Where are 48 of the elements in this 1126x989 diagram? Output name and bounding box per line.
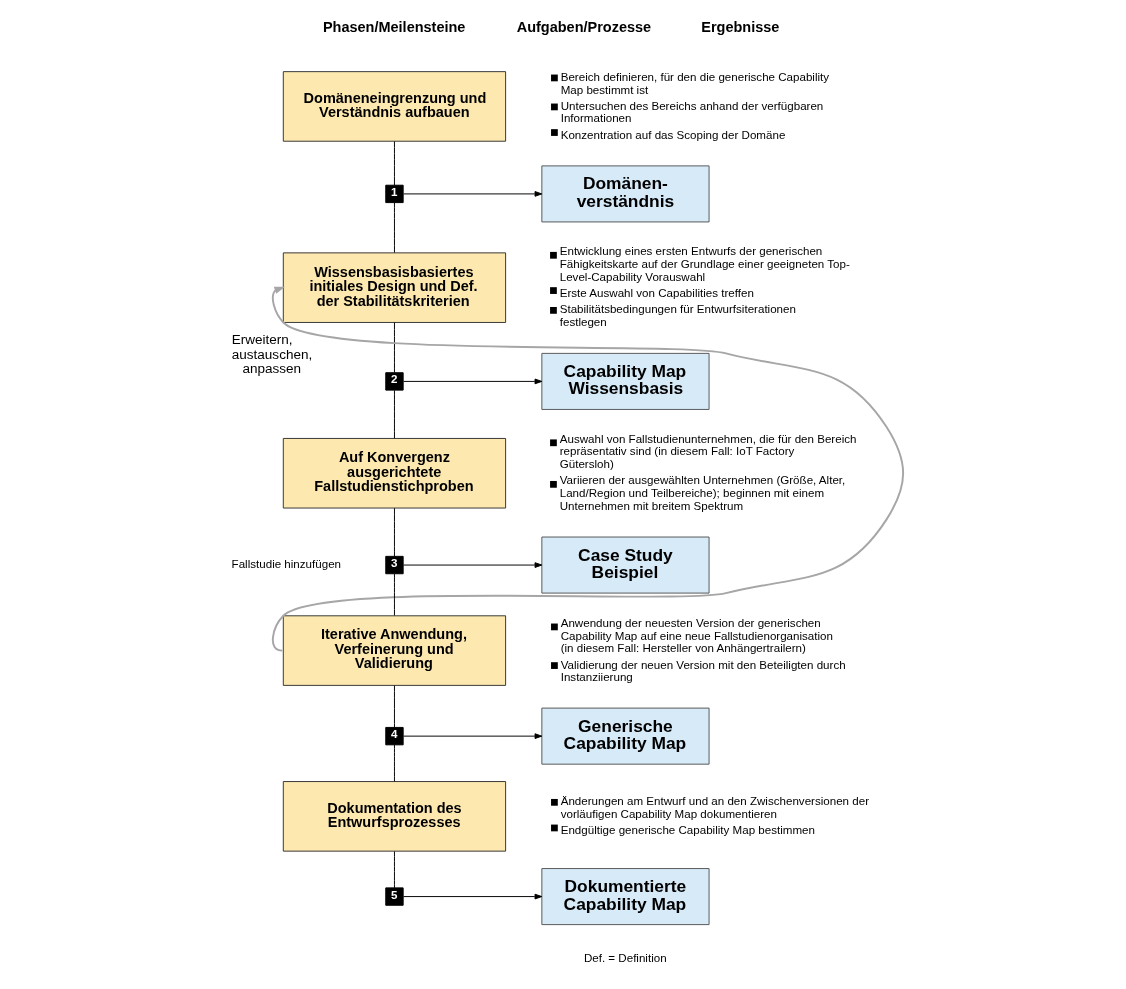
node-box: 3: [384, 555, 404, 575]
node-box: Dokumentierte Capability Map: [540, 868, 710, 926]
label: Änderungen am Entwurf und an den Zwischenversionen der vorläufigen Capability Map dokumentieren: [560, 795, 869, 820]
node-box: 1: [384, 184, 404, 204]
arrow: [402, 378, 542, 385]
arrow: [402, 562, 542, 568]
node-box: Domänen-verständnis: [540, 165, 710, 223]
label: Def. = Definition: [583, 952, 667, 965]
connector: [393, 573, 395, 616]
node-box: Domäneneingrenzung und Verständnis aufbauen: [282, 71, 506, 142]
label: Erste Auswahl von Capabilities treffen: [559, 286, 754, 299]
arrow: [402, 191, 542, 197]
label: Auswahl von Fallstudienunternehmen, die für den Bereich repräsentativ sind (in diesem Fall: IoT Factory Gütersloh): [559, 432, 856, 471]
connector: [393, 507, 395, 557]
label: Phasen/Meilensteine: [322, 19, 465, 36]
connector: [393, 685, 395, 728]
label: Validierung der neuen Version mit den Beteiligten durch Instanziierung: [560, 658, 846, 684]
label: Ergebnisse: [700, 19, 779, 36]
connector: [393, 389, 395, 439]
label: Konzentration auf das Scoping der Domäne: [560, 128, 785, 141]
connector: [393, 322, 395, 374]
connector: [393, 202, 395, 254]
node-box: Capability Map Wissensbasis: [540, 352, 710, 410]
node-box: Dokumentation des Entwurfsprozesses: [282, 781, 506, 852]
arrow: [402, 893, 542, 900]
label: Endgültige generische Capability Map bestimmen: [560, 824, 815, 837]
node-box: Generische Capability Map: [540, 707, 710, 765]
connector: [393, 850, 395, 889]
arrow: [402, 733, 542, 739]
arrow: [271, 286, 904, 652]
connector: [393, 744, 395, 782]
node-box: Auf Konvergenz ausgerichtete Fallstudienstichproben: [282, 437, 506, 509]
node-box: 4: [384, 726, 404, 746]
edge-label: Erweitern, austauschen, anpassen: [231, 332, 312, 377]
node-box: Iterative Anwendung, Verfeinerung und Validierung: [282, 615, 506, 686]
label: Aufgaben/Prozesse: [516, 19, 651, 36]
label: Anwendung der neuesten Version der generischen Capability Map auf eine neue Fallstudienorganisation (in diesem Fall: Hersteller von Anhängertrailern): [560, 617, 833, 655]
node-box: Case Study Beispiel: [540, 536, 710, 594]
node-box: 5: [384, 887, 404, 906]
label: Untersuchen des Bereichs anhand der verfügbaren Informationen: [560, 99, 823, 125]
label: Fallstudie hinzufügen: [231, 558, 341, 571]
label: Entwicklung eines ersten Entwurfs der generischen Fähigkeitskarte auf der Grundlage einer geeigneten Top-Level-Capability Vorauswahl: [559, 245, 850, 283]
label: Variieren der ausgewählten Unternehmen (Größe, Alter, Land/Region und Teilbereiche); beginnen mit einem Unternehmen mit breitem Spektrum: [559, 474, 845, 512]
label: Bereich definieren, für den die generische Capability Map bestimmt ist: [560, 70, 829, 96]
node-box: 2: [384, 372, 404, 391]
node-box: Wissensbasisbasiertes initiales Design und Def. der Stabilitätskriterien: [282, 252, 506, 323]
connector: [393, 140, 395, 186]
label: Stabilitätsbedingungen für Entwurfsiterationen festlegen: [559, 303, 796, 328]
